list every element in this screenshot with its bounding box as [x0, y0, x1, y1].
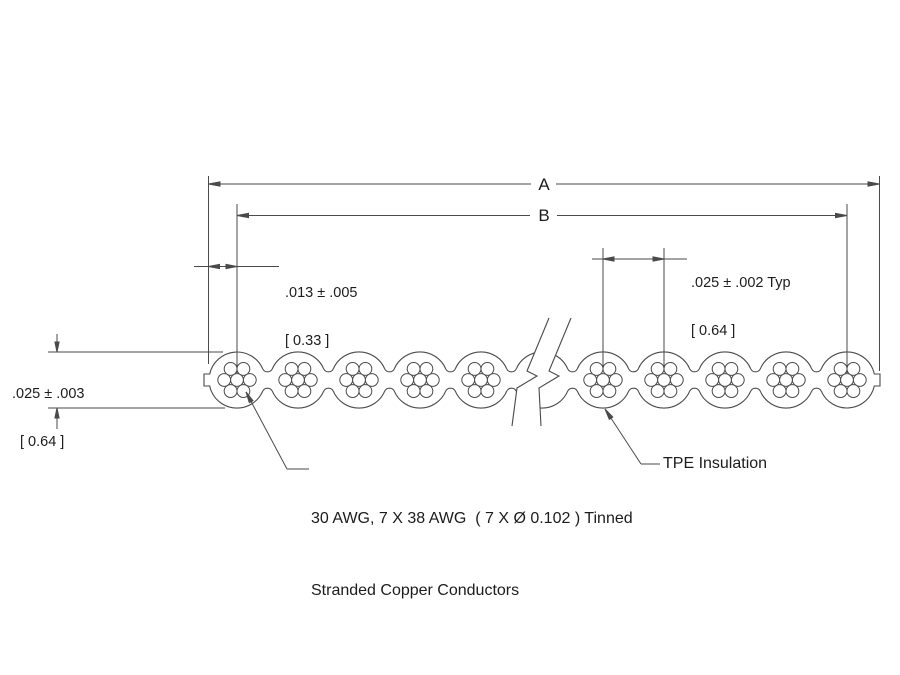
dimension-a-label: A	[538, 175, 550, 194]
thickness-dimension-inch: .025 ± .003	[12, 386, 85, 402]
conductor-note: 30 AWG, 7 X 38 AWG ( 7 X Ø 0.102 ) Tinne…	[311, 459, 633, 651]
margin-dimension-inch: .013 ± .005	[285, 285, 358, 301]
pitch-dimension-mm: [ 0.64 ]	[691, 322, 736, 339]
pitch-dimension-inch: .025 ± .002 Typ	[691, 275, 791, 291]
arrowheads	[54, 181, 880, 421]
margin-dimension-mm: [ 0.33 ]	[285, 332, 330, 349]
insulation-note: TPE Insulation	[663, 455, 768, 472]
conductor-note-line1: 30 AWG, 7 X 38 AWG ( 7 X Ø 0.102 ) Tinne…	[311, 510, 633, 527]
conductor-note-line2: Stranded Copper Conductors	[311, 582, 520, 599]
break-symbol	[511, 317, 572, 427]
conductor-strands	[217, 362, 867, 398]
margin-dimension-text: .013 ± .005 [ 0.33 ]	[285, 257, 357, 377]
thickness-dimension-text: .025 ± .003 [ 0.64 ]	[12, 358, 84, 478]
thickness-dimension-mm: [ 0.64 ]	[20, 433, 65, 450]
dimension-b-label: B	[538, 206, 550, 225]
pitch-dimension-text: .025 ± .002 Typ [ 0.64 ]	[691, 247, 791, 367]
dimension-lines	[48, 176, 880, 429]
